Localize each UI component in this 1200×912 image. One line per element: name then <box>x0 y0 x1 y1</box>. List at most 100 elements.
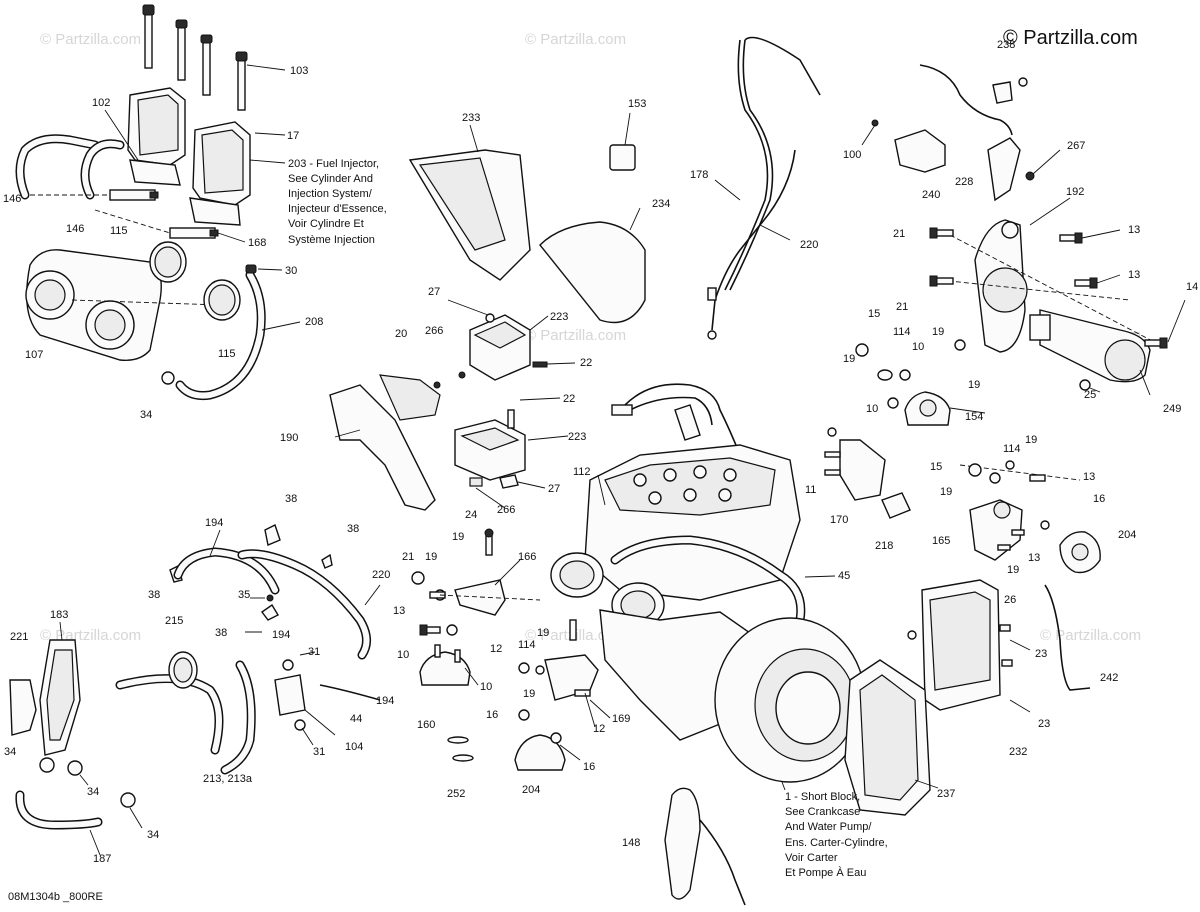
callout-label: 194 <box>272 629 290 641</box>
callout-label: 233 <box>462 112 480 124</box>
callout-label: 34 <box>87 786 99 798</box>
mounting-bracket-group <box>329 299 576 511</box>
callout-label: 13 <box>1128 269 1140 281</box>
callout-label: 146 <box>66 223 84 235</box>
callout-label: 178 <box>690 169 708 181</box>
callout-label: 12 <box>490 643 502 655</box>
callout-label: 14 <box>1186 281 1198 293</box>
callout-label: 21 <box>402 551 414 563</box>
note-line: 203 - Fuel Injector, <box>288 158 379 170</box>
callout-label: 27 <box>548 483 560 495</box>
callout-label: 266 <box>425 325 443 337</box>
callout-label: 34 <box>147 829 159 841</box>
callout-label: 115 <box>110 225 128 237</box>
callout-label: 204 <box>1118 529 1136 541</box>
callout-label: 104 <box>345 741 363 753</box>
callout-label: 218 <box>875 540 893 552</box>
callout-label: 10 <box>866 403 878 415</box>
callout-label: 238 <box>997 39 1015 51</box>
callout-label: 19 <box>843 353 855 365</box>
callout-label: 23 <box>1038 718 1050 730</box>
callout-label: 154 <box>965 411 983 423</box>
callout-label: 25 <box>1084 389 1096 401</box>
callout-label: 45 <box>838 570 850 582</box>
callout-label: 166 <box>518 551 536 563</box>
callout-label: 220 <box>800 239 818 251</box>
engine-mount-group <box>411 528 746 906</box>
callout-label: 13 <box>1083 471 1095 483</box>
callout-label: 21 <box>893 228 905 240</box>
callout-label: 213, 213a <box>203 773 253 785</box>
note-line: See Cylinder And <box>288 173 373 185</box>
callout-label: 15 <box>868 308 880 320</box>
callout-label: 148 <box>622 837 640 849</box>
note-line: Et Pompe À Eau <box>785 866 866 879</box>
callout-label: 234 <box>652 198 670 210</box>
short-block-note: 1 - Short Block, See Crankcase And Water… <box>785 791 888 879</box>
callout-label: 19 <box>523 688 535 700</box>
callout-label: 112 <box>573 466 591 478</box>
callout-label: 228 <box>955 176 973 188</box>
callout-label: 183 <box>50 609 68 621</box>
callout-label: 115 <box>218 348 236 360</box>
callout-label: 19 <box>425 551 437 563</box>
watermark: © Partzilla.com <box>1040 627 1141 644</box>
callout-label: 146 <box>3 193 21 205</box>
callout-label: 13 <box>1028 552 1040 564</box>
right-mount-group <box>824 427 1101 816</box>
callout-label: 194 <box>205 517 223 529</box>
callout-label: 22 <box>563 393 575 405</box>
callout-label: 252 <box>447 788 465 800</box>
callout-label: 16 <box>486 709 498 721</box>
callout-label: 19 <box>1007 564 1019 576</box>
callout-label: 13 <box>393 605 405 617</box>
watermark: © Partzilla.com <box>40 31 141 48</box>
callout-label: 100 <box>843 149 861 161</box>
callout-label: 38 <box>347 523 359 535</box>
callout-label: 27 <box>428 286 440 298</box>
callout-label: 38 <box>215 627 227 639</box>
note-line: Injection System/ <box>288 188 373 200</box>
callout-label: 170 <box>830 514 848 526</box>
callout-label: 16 <box>583 761 595 773</box>
callout-label: 232 <box>1009 746 1027 758</box>
note-line: And Water Pump/ <box>785 821 872 833</box>
callout-label: 194 <box>376 695 394 707</box>
note-line: Système Injection <box>288 234 375 246</box>
note-line: Voir Carter <box>785 852 838 864</box>
callout-label: 190 <box>280 432 298 444</box>
callout-label: 19 <box>452 531 464 543</box>
callout-label: 13 <box>1128 224 1140 236</box>
brand-logo: © Partzilla.com <box>1003 27 1138 49</box>
callout-label: 153 <box>628 98 646 110</box>
callout-label: 17 <box>287 130 299 142</box>
callout-label: 114 <box>893 326 911 338</box>
callout-label: 114 <box>1003 443 1021 455</box>
note-line: See Crankcase <box>785 806 860 818</box>
callout-label: 240 <box>922 189 940 201</box>
callout-label: 10 <box>480 681 492 693</box>
callout-labels: 103 102 17 146 146 168 115 115 30 208 10… <box>3 39 1198 865</box>
callout-label: 187 <box>93 853 111 865</box>
callout-label: 242 <box>1100 672 1118 684</box>
engine-short-block <box>550 383 866 791</box>
callout-label: 38 <box>285 493 297 505</box>
callout-label: 221 <box>10 631 28 643</box>
callout-label: 34 <box>140 409 152 421</box>
callout-label: 19 <box>1025 434 1037 446</box>
callout-label: 266 <box>497 504 515 516</box>
callout-label: 15 <box>930 461 942 473</box>
callout-label: 23 <box>1035 648 1047 660</box>
callout-label: 10 <box>397 649 409 661</box>
callout-label: 237 <box>937 788 955 800</box>
callout-label: 168 <box>248 237 266 249</box>
callout-label: 44 <box>350 713 362 725</box>
callout-label: 19 <box>537 627 549 639</box>
callout-label: 21 <box>896 301 908 313</box>
callout-label: 223 <box>568 431 586 443</box>
ignition-coil-group <box>15 4 301 400</box>
callout-label: 12 <box>593 723 605 735</box>
note-line: Injecteur d'Essence, <box>288 203 387 215</box>
callout-label: 169 <box>612 713 630 725</box>
